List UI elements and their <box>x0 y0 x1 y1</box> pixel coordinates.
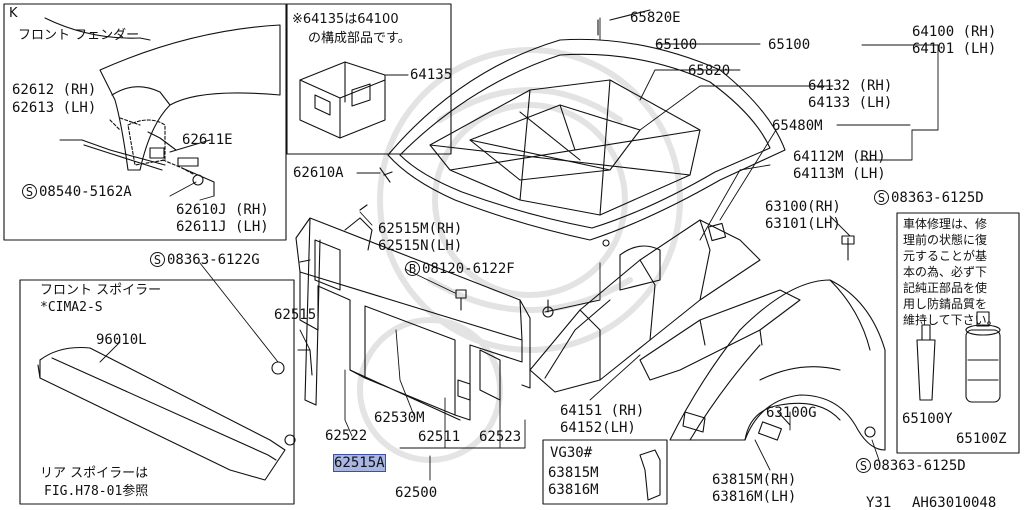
part-64100[interactable]: 64100 (RH) <box>912 24 997 40</box>
circled-s-icon: S <box>874 190 889 205</box>
inset-spoiler-title: フロント スポイラー <box>40 283 162 298</box>
inset-k-title: フロント フェンダー <box>18 28 140 43</box>
inset-spoiler-subtitle: *CIMA2-S <box>40 300 103 315</box>
part-64101[interactable]: 64101 (LH) <box>912 41 997 57</box>
part-65100-a[interactable]: 65100 <box>655 37 698 53</box>
part-63100G[interactable]: 63100G <box>766 405 817 421</box>
inset-note2-line5: 記純正部品を使 <box>903 281 988 295</box>
part-64151[interactable]: 64151 (RH) <box>560 403 645 419</box>
inset-note2-frame <box>896 212 1020 454</box>
part-62522[interactable]: 62522 <box>325 428 368 444</box>
inset-spoiler-frame <box>19 279 295 505</box>
inset-spoiler-part <box>37 346 286 481</box>
part-65100Z[interactable]: 65100Z <box>956 431 1007 447</box>
inset-spoiler-note1: リア スポイラーは <box>40 466 149 481</box>
part-62515M[interactable]: 62515M(RH) <box>378 221 463 237</box>
inset-note2-line7: 維持して下さい。 <box>903 313 999 327</box>
inset-note2-line2: 理前の状態に復 <box>903 233 988 247</box>
figure-id: AH63010048 <box>912 495 997 510</box>
inset-k-fender <box>44 17 281 197</box>
part-65820E[interactable]: 65820E <box>630 10 681 26</box>
part-64112M[interactable]: 64112M (RH) <box>793 149 886 165</box>
part-64132[interactable]: 64132 (RH) <box>808 78 893 94</box>
inset-k-letter: K <box>9 6 18 21</box>
part-62511[interactable]: 62511 <box>418 429 461 445</box>
inset-note2-line1: 車体修理は、修 <box>903 217 988 231</box>
figure-code: Y31 <box>866 495 892 510</box>
circled-s-icon: S <box>22 184 37 199</box>
circled-s-icon: S <box>856 458 871 473</box>
part-65100Y[interactable]: 65100Y <box>902 411 953 427</box>
inset-note2-line6: 用し防錆品質を <box>903 297 988 311</box>
part-62611J[interactable]: 62611J (LH) <box>176 219 269 235</box>
part-63815M-vg30[interactable]: 63815M <box>548 465 599 481</box>
part-63100[interactable]: 63100(RH) <box>765 199 841 215</box>
leader-lines <box>99 17 939 481</box>
part-62515A-highlighted[interactable]: 62515A <box>333 454 386 472</box>
part-number: 08540-5162A <box>39 184 132 200</box>
part-number: 08363-6122G <box>167 252 260 268</box>
part-64113M[interactable]: 64113M (LH) <box>793 166 886 182</box>
part-65480M[interactable]: 65480M <box>772 118 823 134</box>
inset-note2-line4: 本の為、必ず下 <box>903 265 988 279</box>
part-63815M[interactable]: 63815M(RH) <box>712 472 797 488</box>
part-65820[interactable]: 65820 <box>688 63 731 79</box>
part-63816M[interactable]: 63816M(LH) <box>712 489 797 505</box>
hood-ledge-apron <box>529 219 801 393</box>
inset-note2-line3: 元することが基 <box>903 249 988 263</box>
part-number: 08120-6122F <box>422 261 515 277</box>
part-63816M-vg30[interactable]: 63816M <box>548 482 599 498</box>
part-62523[interactable]: 62523 <box>479 429 522 445</box>
part-62500[interactable]: 62500 <box>395 485 438 501</box>
part-64152[interactable]: 64152(LH) <box>560 420 636 436</box>
inset-vg30-frame <box>542 439 668 505</box>
part-62610A[interactable]: 62610A <box>293 165 344 181</box>
inset-note-line1: ※64135は64100 <box>292 12 399 27</box>
part-64133[interactable]: 64133 (LH) <box>808 95 893 111</box>
inset-k-frame <box>3 3 287 241</box>
hood-panel <box>387 9 786 247</box>
radiator-core-support <box>295 204 531 421</box>
part-62515[interactable]: 62515 <box>274 307 317 323</box>
inset-spoiler-note2: FIG.H78-01参照 <box>44 484 149 499</box>
inset-vg30-part <box>639 449 661 501</box>
circled-s-icon: S <box>150 252 165 267</box>
part-number: 08363-6125D <box>891 190 984 206</box>
inset-note-part <box>299 61 409 139</box>
part-62612[interactable]: 62612 (RH) <box>12 82 97 98</box>
part-62515N[interactable]: 62515N(LH) <box>378 238 463 254</box>
part-62610J[interactable]: 62610J (RH) <box>176 202 269 218</box>
inset-note2-products <box>916 311 1001 403</box>
small-parts <box>271 167 876 446</box>
inset-vg30-title: VG30# <box>550 445 593 461</box>
inset-note-frame <box>286 3 452 155</box>
front-fender <box>669 235 886 451</box>
part-62611E[interactable]: 62611E <box>182 132 233 148</box>
part-64135[interactable]: 64135 <box>410 67 453 83</box>
part-62530M[interactable]: 62530M <box>374 410 425 426</box>
part-62613[interactable]: 62613 (LH) <box>12 100 97 116</box>
inset-note-line2: の構成部品です。 <box>308 31 411 46</box>
part-63101[interactable]: 63101(LH) <box>765 216 841 232</box>
part-number: 08363-6125D <box>873 458 966 474</box>
part-65100-b[interactable]: 65100 <box>768 37 811 53</box>
circled-b-icon: B <box>405 261 420 276</box>
part-96010L[interactable]: 96010L <box>96 332 147 348</box>
